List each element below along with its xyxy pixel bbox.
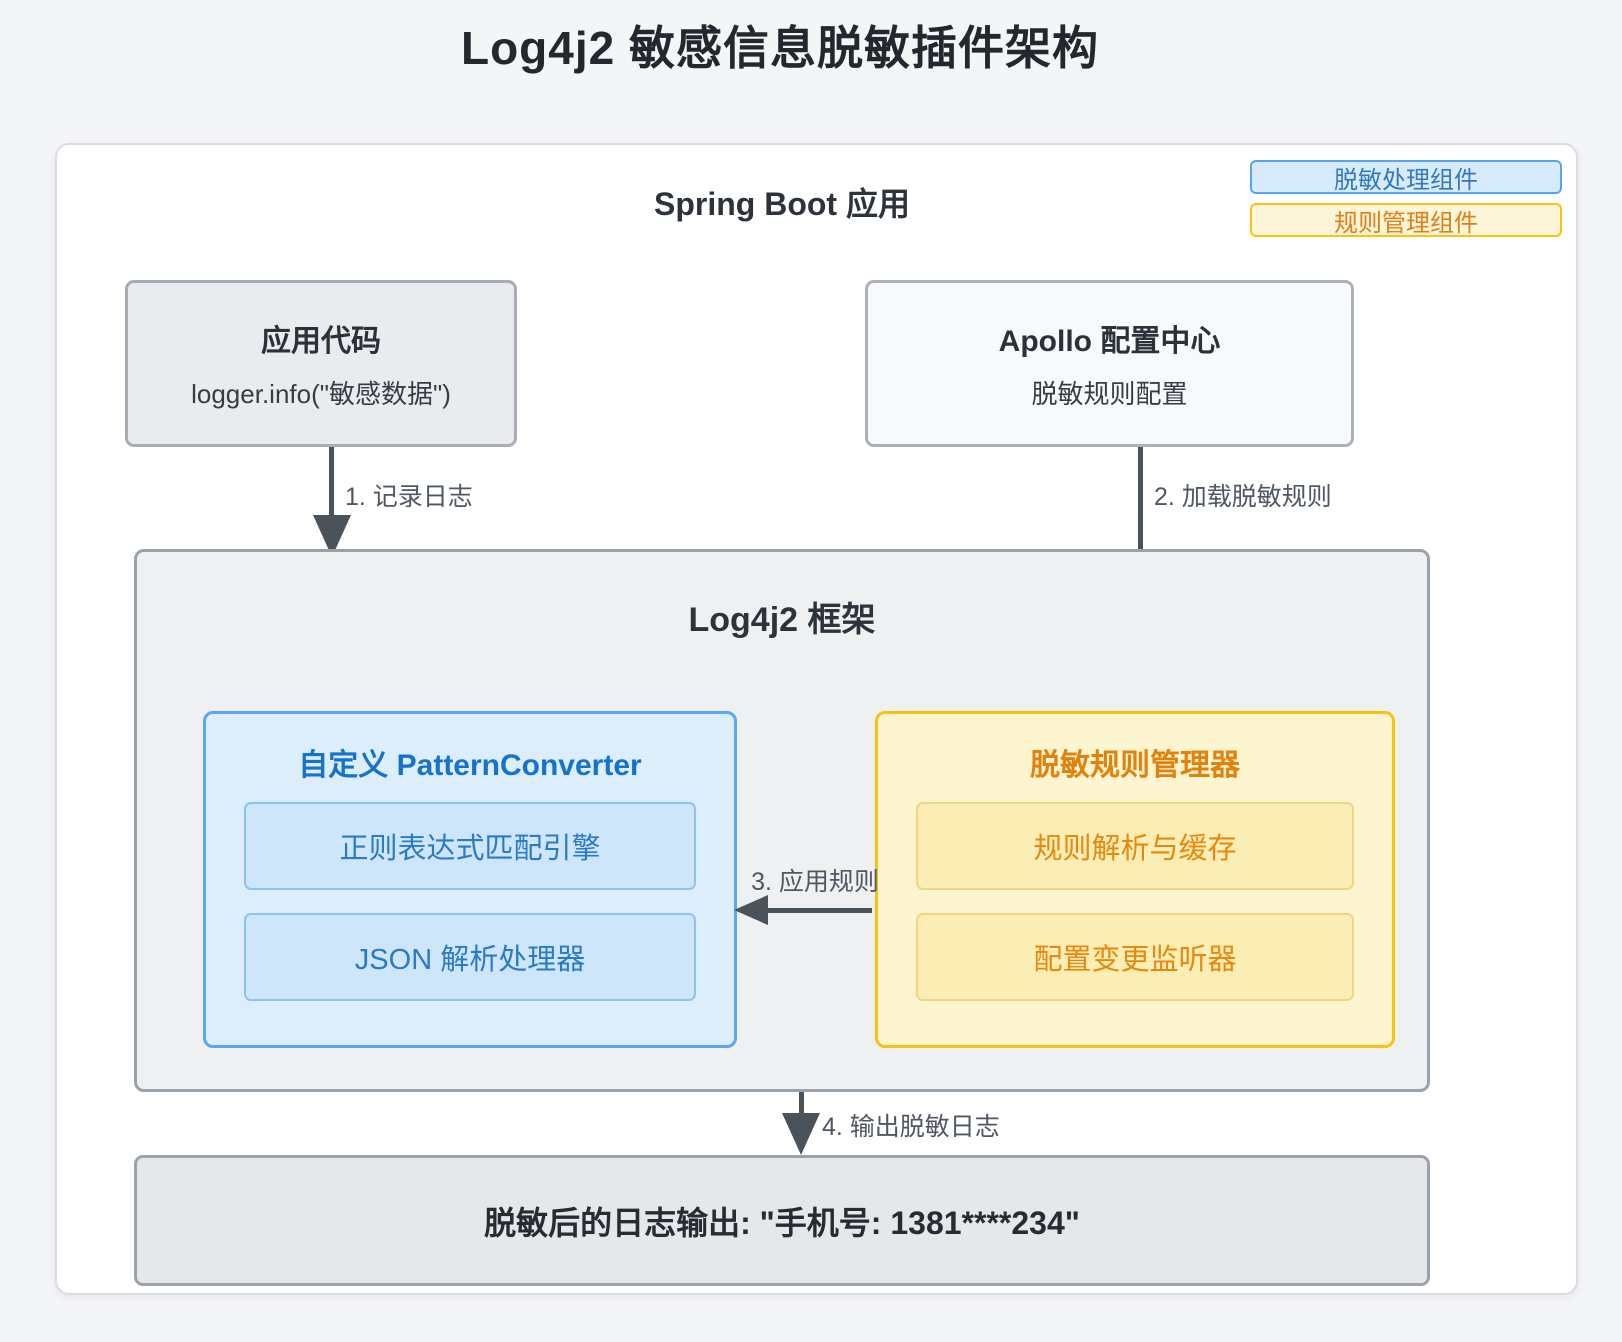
subitem-label: 配置变更监听器 xyxy=(1033,944,1237,976)
edge3-label: 3. 应用规则 xyxy=(751,868,879,896)
edge1-label: 1. 记录日志 xyxy=(345,483,473,511)
rule-manager-item-parse-cache: 规则解析与缓存 xyxy=(916,802,1354,890)
legend-item-desensitize-components: 脱敏处理组件 xyxy=(1250,160,1562,194)
pattern-converter-item-json-handler: JSON 解析处理器 xyxy=(244,913,696,1001)
pattern-converter-title: 自定义 PatternConverter xyxy=(298,749,642,782)
legend-item-label: 规则管理组件 xyxy=(1334,209,1478,237)
frame-log4j2: Log4j2 框架 自定义 PatternConverter 正则表达式匹配引擎… xyxy=(134,549,1430,1092)
log-output-label: 脱敏后的日志输出: "手机号: 1381****234" xyxy=(484,1204,1080,1241)
legend: 脱敏处理组件 规则管理组件 xyxy=(1250,160,1562,246)
apollo-subtitle: 脱敏规则配置 xyxy=(1031,379,1188,409)
edge3-arrowhead-icon xyxy=(734,895,768,925)
node-app-code: 应用代码 logger.info("敏感数据") xyxy=(125,280,517,447)
edge4-arrowhead-icon xyxy=(782,1113,820,1155)
page-title: Log4j2 敏感信息脱敏插件架构 xyxy=(460,22,1100,74)
pattern-converter-item-regex-engine: 正则表达式匹配引擎 xyxy=(244,802,696,890)
subitem-label: JSON 解析处理器 xyxy=(354,944,586,976)
app-code-subtitle: logger.info("敏感数据") xyxy=(191,379,451,409)
springboot-app-frame: Spring Boot 应用 脱敏处理组件 规则管理组件 应用代码 logger… xyxy=(55,143,1578,1295)
legend-item-rule-components: 规则管理组件 xyxy=(1250,203,1562,237)
subitem-label: 规则解析与缓存 xyxy=(1033,833,1237,865)
node-pattern-converter: 自定义 PatternConverter 正则表达式匹配引擎 JSON 解析处理… xyxy=(203,711,737,1048)
app-code-title: 应用代码 xyxy=(261,325,381,358)
apollo-title: Apollo 配置中心 xyxy=(998,325,1221,358)
edge4-label: 4. 输出脱敏日志 xyxy=(822,1113,1000,1141)
legend-item-label: 脱敏处理组件 xyxy=(1334,166,1478,194)
node-rule-manager: 脱敏规则管理器 规则解析与缓存 配置变更监听器 xyxy=(875,711,1395,1048)
edge3-line xyxy=(765,908,872,913)
rule-manager-title: 脱敏规则管理器 xyxy=(1030,749,1240,782)
log4j2-title: Log4j2 框架 xyxy=(688,601,876,639)
subitem-label: 正则表达式匹配引擎 xyxy=(339,833,601,865)
rule-manager-item-change-listener: 配置变更监听器 xyxy=(916,913,1354,1001)
node-apollo-config-center: Apollo 配置中心 脱敏规则配置 xyxy=(865,280,1354,447)
springboot-app-title: Spring Boot 应用 xyxy=(654,186,910,222)
node-log-output: 脱敏后的日志输出: "手机号: 1381****234" xyxy=(134,1155,1430,1286)
edge4-line xyxy=(799,1092,804,1118)
edge1-line xyxy=(329,447,334,517)
edge2-label: 2. 加载脱敏规则 xyxy=(1154,483,1332,511)
